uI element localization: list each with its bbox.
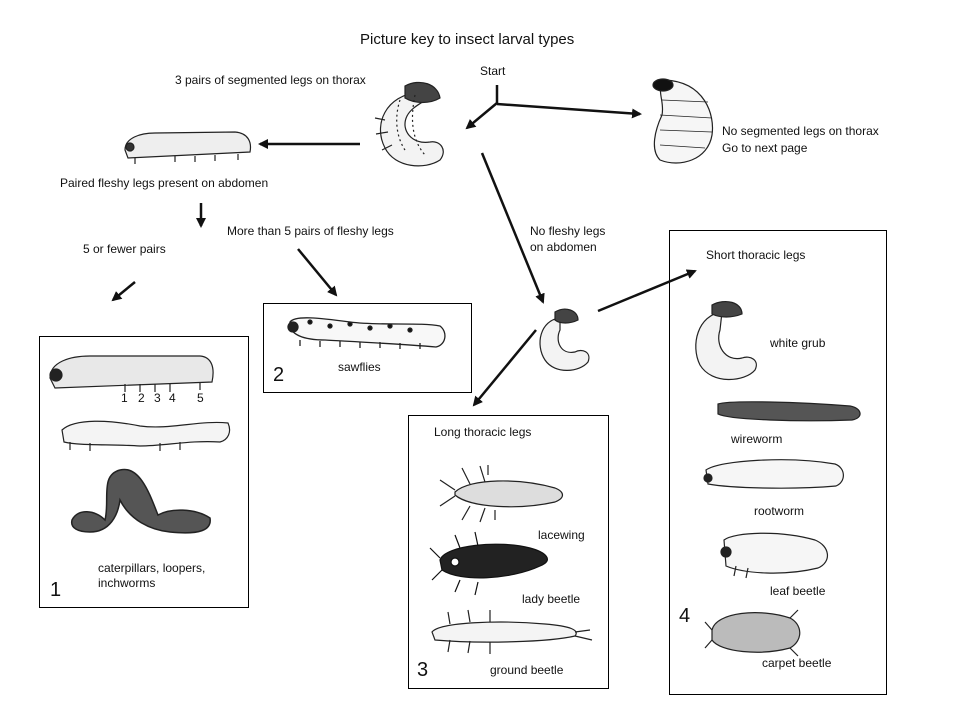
box4-number: 4 [679,605,691,627]
long-thoracic-label: Long thoracic legs [434,425,532,439]
white-grub-label: white grub [770,336,826,350]
box2-number: 2 [273,364,285,386]
leaf-beetle-label: leaf beetle [770,584,826,598]
arrow-to-box4 [597,269,697,313]
arrow-to-box3 [472,329,537,407]
box1-label-line1: caterpillars, loopers, [98,561,206,575]
caterpillar-illustration-top [124,131,252,164]
white-grub-illustration [374,81,444,167]
no-fleshy-line2: on abdomen [530,240,597,254]
looper-illustration [61,420,231,451]
lady-beetle-label: lady beetle [522,592,581,606]
legless-grub-illustration [652,78,714,164]
arrow-start-to-grub [465,102,498,130]
arrow-start-to-no-legs [496,102,642,119]
wireworm-label: wireworm [731,432,783,446]
carpet-beetle-illustration [704,609,801,657]
arrow-to-box2 [297,248,338,297]
leg-number-3: 3 [154,391,161,405]
leaf-beetle-illustration [720,532,828,579]
carpet-beetle-label: carpet beetle [762,656,832,670]
diagram-title: Picture key to insect larval types [360,31,575,48]
leg-number-2: 2 [138,391,145,405]
thorax-legs-label: 3 pairs of segmented legs on thorax [175,73,366,87]
box3-number: 3 [417,659,429,681]
box1-number: 1 [50,579,62,601]
short-thoracic-label: Short thoracic legs [706,248,806,262]
no-fleshy-line1: No fleshy legs [530,224,606,238]
no-segmented-legs-line1: No segmented legs on thorax [722,124,879,138]
leg-number-4: 4 [169,391,176,405]
five-or-fewer-label: 5 or fewer pairs [83,242,166,256]
start-label: Start [480,64,506,78]
arrow-to-box1 [111,281,136,302]
lady-beetle-illustration [429,531,548,596]
sawfly-illustration [287,317,446,349]
box1-label-line2: inchworms [98,576,156,590]
white-grub-box4-illustration [695,301,757,381]
rootworm-label: rootworm [754,504,805,518]
box2-label: sawflies [338,360,381,374]
lacewing-label: lacewing [538,528,585,542]
arrow-to-no-fleshy [480,152,545,304]
no-segmented-legs-line2: Go to next page [722,141,808,155]
more-than-five-label: More than 5 pairs of fleshy legs [227,224,394,238]
rootworm-illustration [703,459,844,489]
caterpillar-illustration-box1 [49,355,214,392]
small-grub-illustration [539,308,590,371]
wireworm-illustration [717,401,861,422]
paired-fleshy-label: Paired fleshy legs present on abdomen [60,176,269,190]
ground-beetle-label: ground beetle [490,663,564,677]
lacewing-illustration [439,465,564,523]
ground-beetle-illustration [431,609,593,654]
leg-number-1: 1 [121,391,128,405]
inchworm-illustration [70,468,211,534]
leg-number-5: 5 [197,391,204,405]
